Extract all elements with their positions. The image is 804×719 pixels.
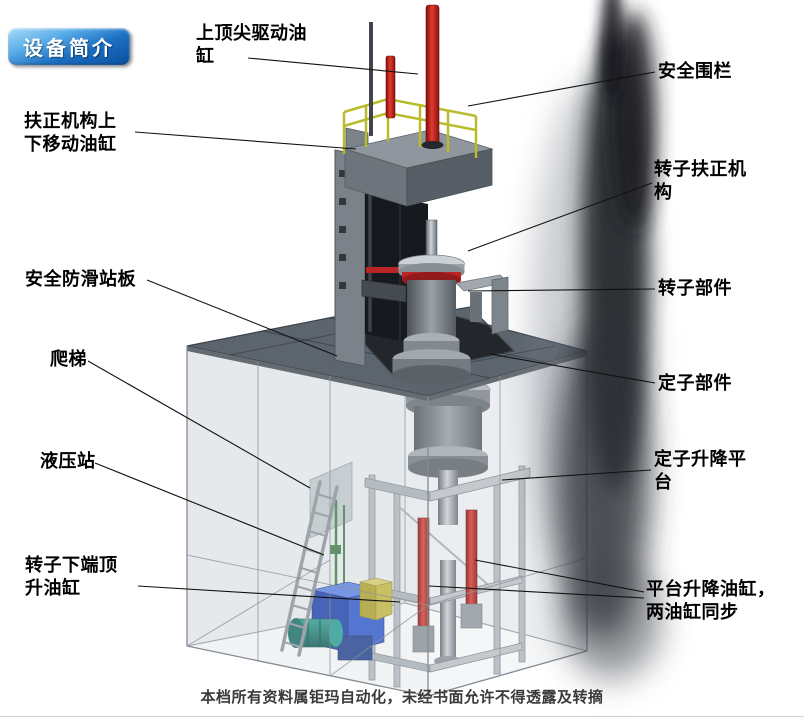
shadow-smudge (530, 0, 662, 680)
enclosure-front-walls (186, 346, 588, 697)
label-rotor-bottom-jack-cylinder: 转子下端顶 升油缸 (25, 555, 118, 598)
footer-watermark: 本档所有资料属钜玛自动化，未经书面允许不得透露及转摘 (200, 689, 604, 706)
stator-lift-platform (364, 467, 531, 673)
drive-cylinder-rods (369, 4, 444, 149)
label-top-tip-cylinder: 上顶尖驱动油 缸 (196, 23, 307, 66)
head-assembly (343, 129, 494, 207)
climbing-ladder (280, 480, 339, 657)
platform-lift-cylinder-rods (412, 509, 483, 653)
bottom-divider (0, 716, 804, 717)
label-stator-component: 定子部件 (658, 373, 732, 393)
title-badge: 设备简介 (8, 28, 130, 65)
rotor-assembly (361, 219, 509, 385)
label-rotor-component: 转子部件 (658, 278, 732, 298)
label-antislip-platform: 安全防滑站板 (25, 269, 136, 289)
label-hydraulic-station: 液压站 (40, 451, 96, 471)
label-safety-fence: 安全围栏 (658, 61, 732, 81)
label-platform-lift-cylinders: 平台升降油缸， 两油缸同步 (646, 579, 776, 622)
label-stator-lift-platform: 定子升降平 台 (654, 449, 747, 492)
label-rotor-centering-mech: 转子扶正机 构 (654, 159, 747, 202)
title-badge-label: 设备简介 (23, 38, 115, 60)
leader-lines (87, 57, 656, 603)
label-ladder: 爬梯 (50, 349, 87, 369)
label-centering-lift-cylinder: 扶正机构上 下移动油缸 (24, 111, 117, 154)
